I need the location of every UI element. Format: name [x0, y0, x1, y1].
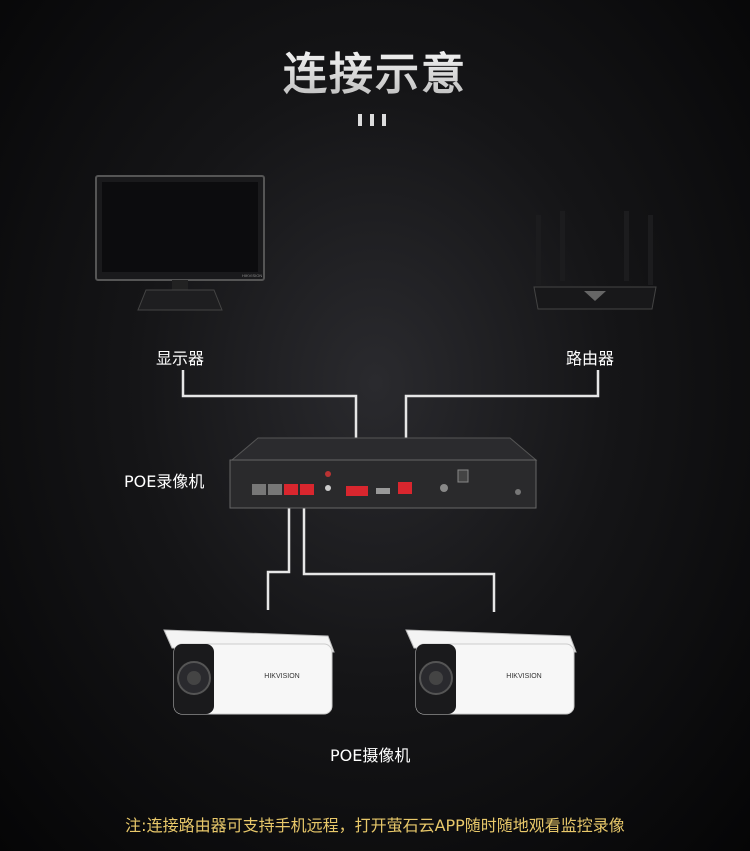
- label-router: 路由器: [566, 349, 615, 368]
- router-icon: [533, 211, 657, 310]
- bullet-camera-icon: HIKVISION: [405, 629, 577, 715]
- poe-ports: [252, 484, 314, 495]
- svg-text:HIKVISION: HIKVISION: [242, 273, 262, 278]
- cable-nvr-camera-right: [302, 495, 496, 612]
- footnote: 注:连接路由器可支持手机远程，打开萤石云APP随时随地观看监控录像: [125, 816, 625, 835]
- label-monitor: 显示器: [156, 349, 205, 368]
- title-decoration: [358, 112, 398, 132]
- bullet-camera-icon: HIKVISION: [163, 629, 335, 715]
- nvr-icon: [229, 437, 538, 509]
- label-cameras: POE摄像机: [330, 746, 411, 765]
- cable-nvr-camera-left: [266, 495, 291, 610]
- page-title: 连接示意: [0, 38, 750, 102]
- monitor-icon: HIKVISION: [95, 175, 265, 311]
- label-nvr: POE录像机: [124, 472, 205, 491]
- camera-brand: HIKVISION: [506, 673, 541, 680]
- camera-brand: HIKVISION: [264, 673, 299, 680]
